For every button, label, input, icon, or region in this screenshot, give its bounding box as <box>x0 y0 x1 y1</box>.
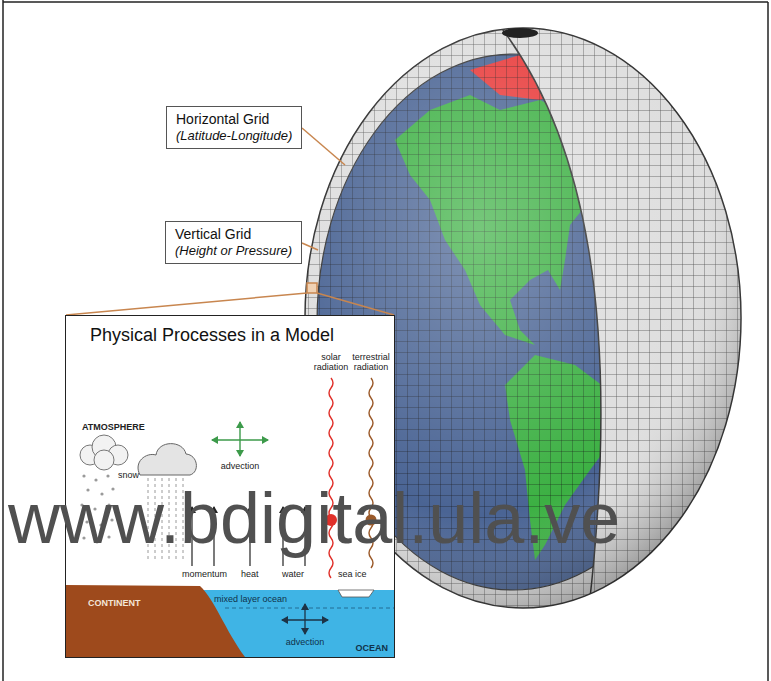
highlight-cell <box>307 283 317 293</box>
radiation-label: solar radiation <box>311 352 351 373</box>
callout-subtext: (Latitude-Longitude) <box>176 128 292 144</box>
ocean-advection-arrows <box>282 604 328 634</box>
snow-cloud <box>80 435 128 470</box>
watermark: www.bdigital.ula.ve <box>8 482 620 554</box>
sea-ice <box>338 590 374 597</box>
process-label: advection <box>285 637 325 647</box>
region-label: ATMOSPHERE <box>82 422 145 432</box>
process-label: mixed layer ocean <box>214 594 287 604</box>
callout-subtext: (Height or Pressure) <box>175 243 292 259</box>
region-label: CONTINENT <box>88 598 141 608</box>
process-label: snow <box>118 470 139 480</box>
region-label: OCEAN <box>340 643 388 653</box>
flux-label: momentum <box>182 569 227 579</box>
callout-heading: Horizontal Grid <box>176 111 292 128</box>
frame <box>3 0 768 681</box>
inset-title: Physical Processes in a Model <box>90 325 394 347</box>
storm-cloud <box>138 444 196 475</box>
flux-label: heat <box>241 569 259 579</box>
atmosphere-advection-arrows <box>212 422 268 456</box>
flux-label: water <box>282 569 304 579</box>
callout-heading: Vertical Grid <box>175 226 292 243</box>
radiation-label: terrestrial radiation <box>350 352 392 373</box>
process-label: advection <box>220 461 260 471</box>
callout-box: Vertical Grid(Height or Pressure) <box>165 221 302 264</box>
callout-box: Horizontal Grid(Latitude-Longitude) <box>166 106 302 149</box>
process-label: sea ice <box>338 569 367 579</box>
leader-lines <box>66 128 394 315</box>
